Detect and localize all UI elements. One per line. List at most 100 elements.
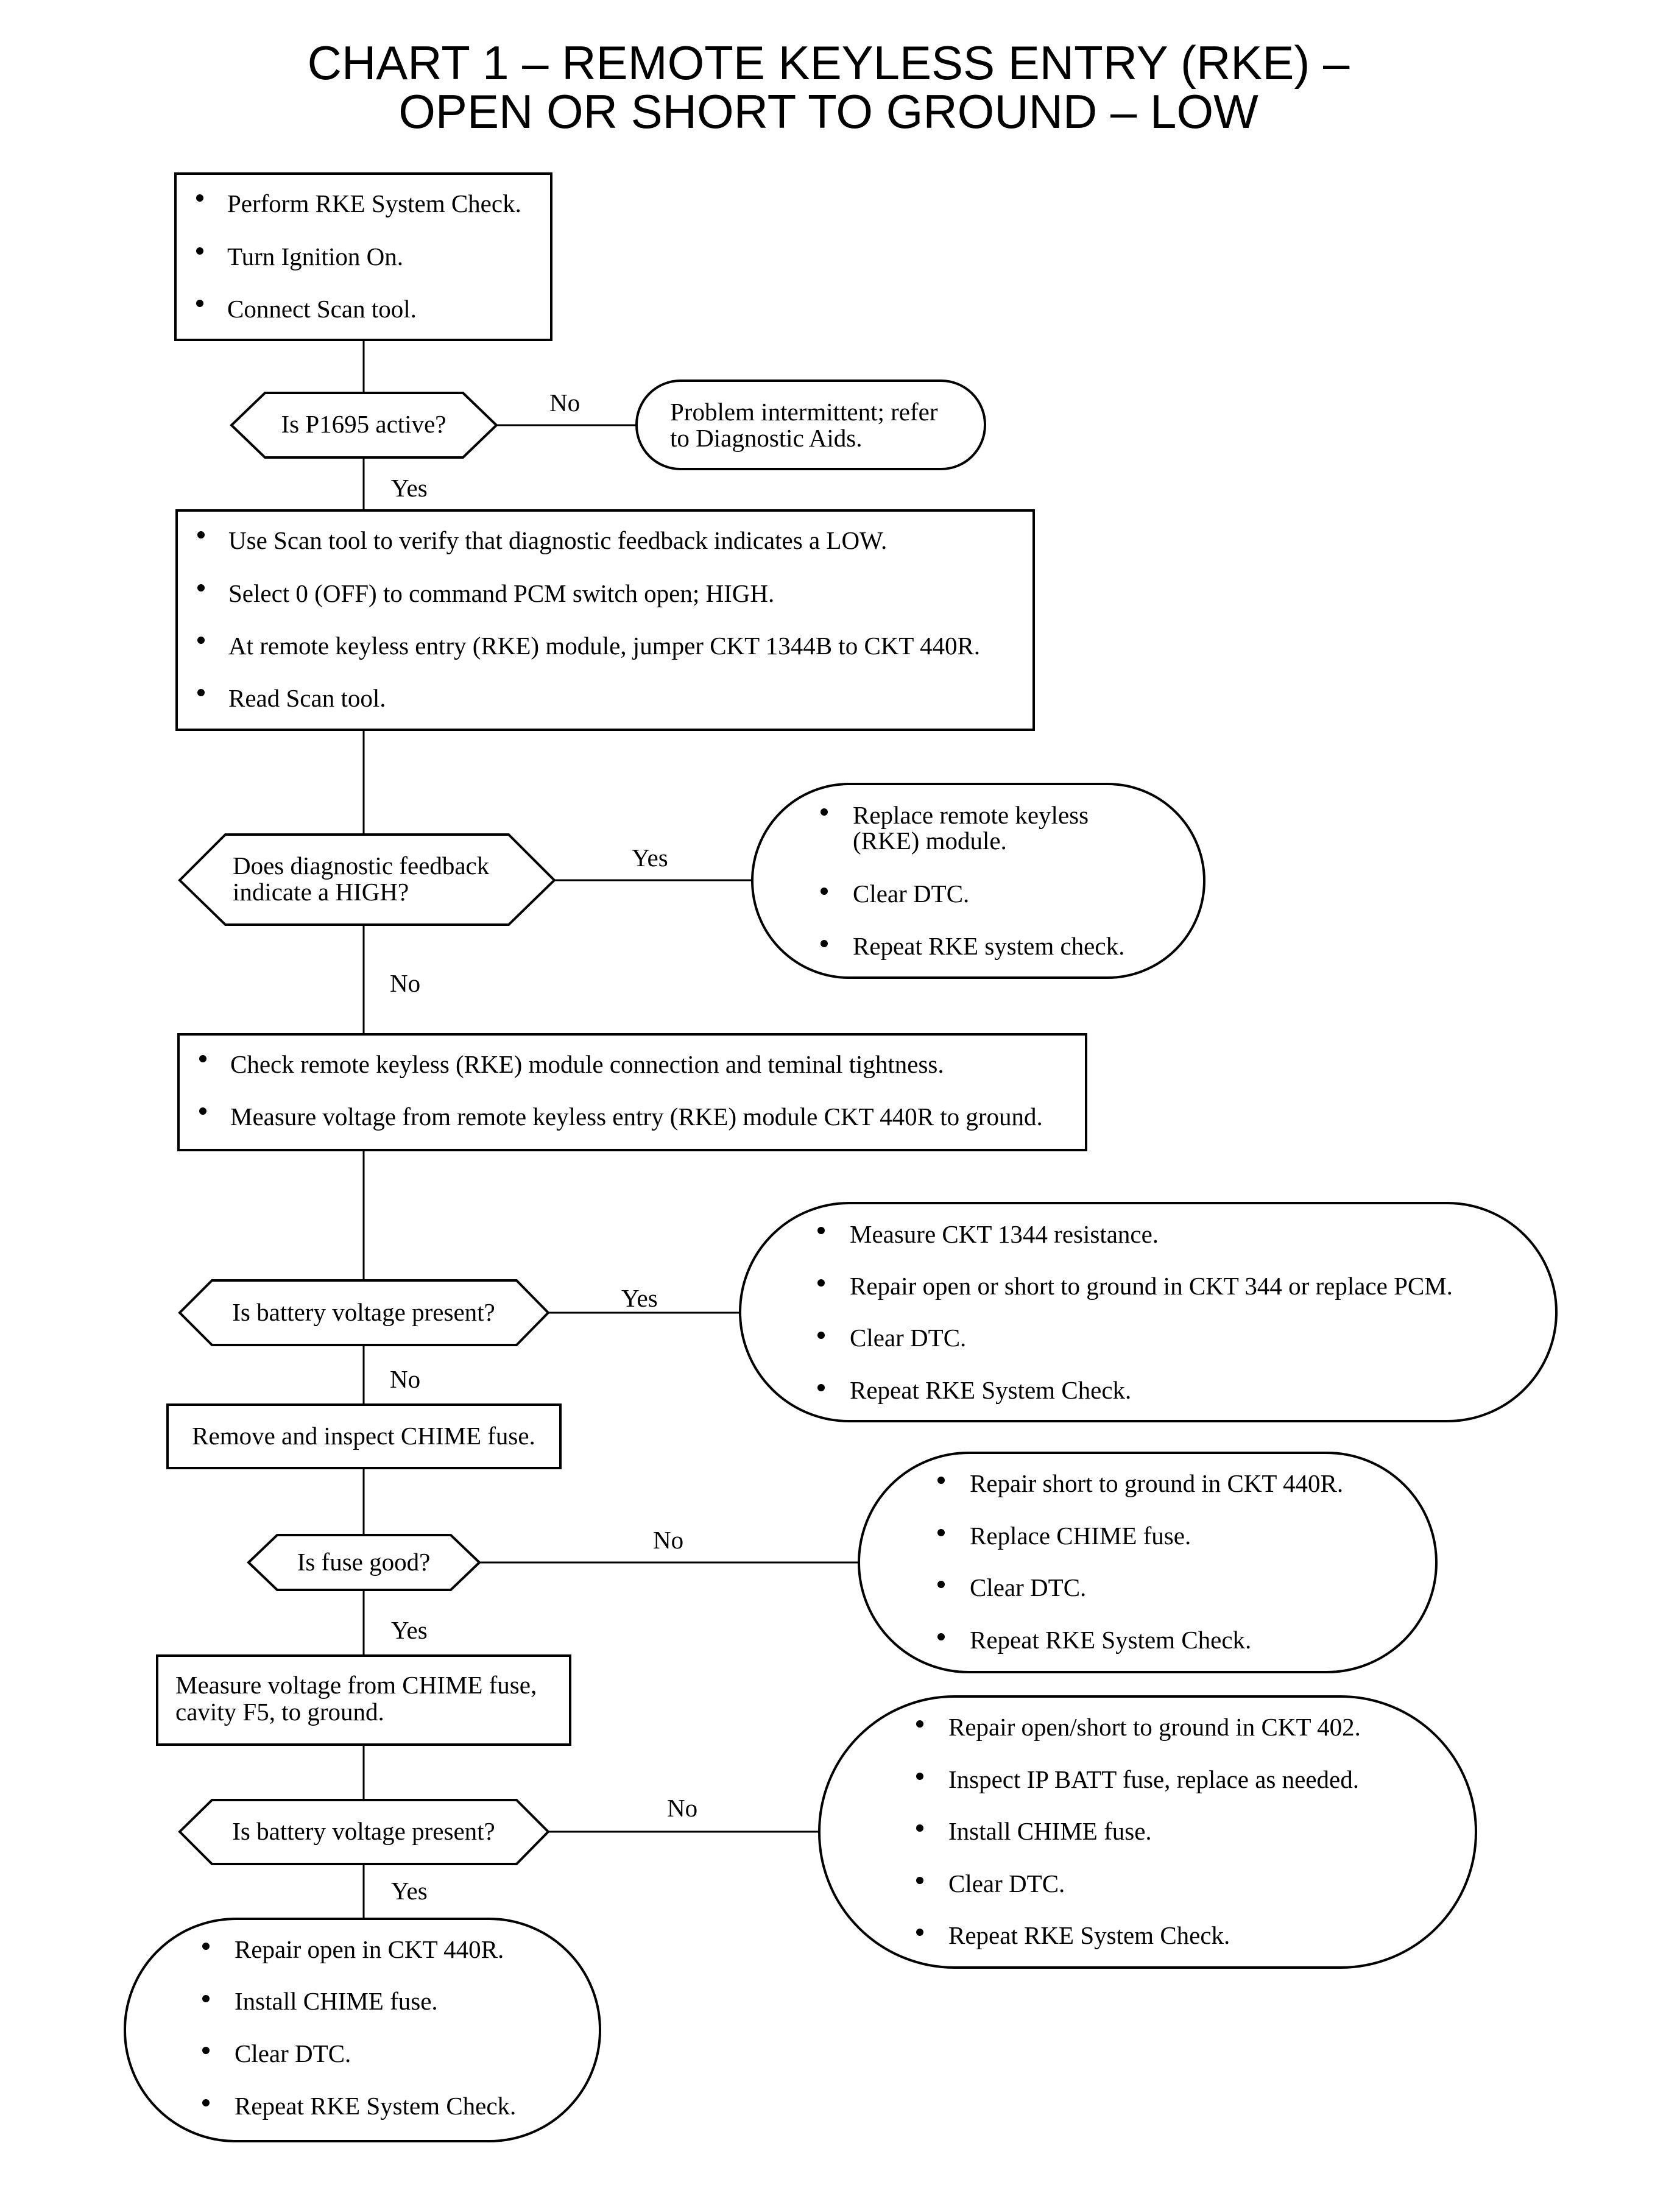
node-step: At remote keyless entry (RKE) module, ju… bbox=[228, 632, 980, 660]
chart-title-line2: OPEN OR SHORT TO GROUND – LOW bbox=[398, 85, 1258, 138]
decision-text: Does diagnostic feedback bbox=[233, 852, 490, 880]
decision-battery-voltage-1: Is battery voltage present? bbox=[178, 1279, 550, 1346]
terminal-text: Repair open or short to ground in CKT 34… bbox=[850, 1272, 1453, 1300]
bullet-icon bbox=[196, 300, 203, 307]
terminal-fuse-bad: Repair short to ground in CKT 440R. Repl… bbox=[858, 1452, 1438, 1673]
bullet-icon bbox=[916, 1929, 923, 1936]
bullet-icon bbox=[937, 1581, 945, 1588]
bullet-icon bbox=[202, 1995, 210, 2002]
terminal-text: Repair open in CKT 440R. bbox=[235, 1935, 504, 1963]
terminal-text: Install CHIME fuse. bbox=[948, 1817, 1152, 1845]
terminal-text: Repeat RKE System Check. bbox=[948, 1921, 1230, 1949]
node-start-box: Perform RKE System Check. Turn Ignition … bbox=[174, 172, 552, 341]
bullet-icon bbox=[202, 2099, 210, 2106]
edge-label: Yes bbox=[632, 844, 668, 872]
bullet-icon bbox=[196, 247, 203, 255]
bullet-icon bbox=[937, 1477, 945, 1484]
terminal-text: Repeat RKE System Check. bbox=[850, 1376, 1131, 1404]
node-check-box: Check remote keyless (RKE) module connec… bbox=[177, 1033, 1087, 1151]
terminal-ckt440r: Repair open in CKT 440R. Install CHIME f… bbox=[124, 1918, 601, 2142]
bullet-icon bbox=[916, 1720, 923, 1728]
node-measure-chime-box: Measure voltage from CHIME fuse, cavity … bbox=[156, 1654, 571, 1746]
edge-label: No bbox=[667, 1794, 697, 1822]
terminal-text: Clear DTC. bbox=[970, 1573, 1086, 1601]
decision-text: Is P1695 active? bbox=[281, 410, 446, 438]
terminal-replace-module: Replace remote keyless (RKE) module. Cle… bbox=[751, 783, 1205, 979]
bullet-icon bbox=[817, 1227, 825, 1234]
terminal-text: Clear DTC. bbox=[948, 1869, 1065, 1898]
bullet-icon bbox=[817, 1384, 825, 1391]
bullet-icon bbox=[916, 1773, 923, 1780]
terminal-text: Replace remote keyless bbox=[853, 801, 1089, 829]
node-step: Connect Scan tool. bbox=[227, 295, 417, 323]
decision-p1695: Is P1695 active? bbox=[230, 392, 498, 459]
edge-label: Yes bbox=[621, 1284, 658, 1312]
chart-title-line1: CHART 1 – REMOTE KEYLESS ENTRY (RKE) – bbox=[308, 36, 1350, 90]
terminal-text: Measure CKT 1344 resistance. bbox=[850, 1220, 1159, 1248]
terminal-text: Clear DTC. bbox=[850, 1324, 966, 1352]
node-chime-box: Remove and inspect CHIME fuse. bbox=[166, 1403, 562, 1469]
edge-label: Yes bbox=[391, 1877, 428, 1905]
bullet-icon bbox=[196, 194, 203, 202]
node-step: Measure voltage from CHIME fuse, bbox=[175, 1671, 537, 1699]
terminal-intermittent: Problem intermittent; refer to Diagnosti… bbox=[635, 380, 986, 470]
bullet-icon bbox=[817, 1332, 825, 1339]
bullet-icon bbox=[202, 1943, 210, 1950]
edge-labels: No Yes Yes No Yes No No Yes No Yes bbox=[390, 389, 697, 1905]
terminal-text: Inspect IP BATT fuse, replace as needed. bbox=[948, 1765, 1359, 1793]
edge-label: Yes bbox=[391, 1616, 428, 1644]
bullet-icon bbox=[197, 584, 205, 591]
edge-label: Yes bbox=[391, 474, 428, 502]
bullet-icon bbox=[197, 689, 205, 696]
node-step: Use Scan tool to verify that diagnostic … bbox=[228, 526, 887, 554]
connectors bbox=[362, 340, 859, 1919]
node-step: Select 0 (OFF) to command PCM switch ope… bbox=[228, 579, 774, 607]
bullet-icon bbox=[199, 1107, 206, 1115]
terminal-text: Repeat RKE System Check. bbox=[970, 1626, 1251, 1654]
terminal-text: Replace CHIME fuse. bbox=[970, 1522, 1191, 1550]
decision-text: Is battery voltage present? bbox=[232, 1817, 495, 1845]
node-step: Check remote keyless (RKE) module connec… bbox=[230, 1050, 944, 1078]
node-step: Turn Ignition On. bbox=[227, 242, 403, 270]
decision-text: indicate a HIGH? bbox=[233, 878, 409, 906]
bullet-icon bbox=[199, 1055, 206, 1062]
terminal-text: Install CHIME fuse. bbox=[235, 1987, 438, 2015]
terminal-text: Repeat RKE system check. bbox=[853, 932, 1124, 960]
terminal-text: Clear DTC. bbox=[235, 2039, 351, 2067]
bullet-icon bbox=[937, 1529, 945, 1536]
terminal-text: Clear DTC. bbox=[853, 880, 969, 908]
node-step: Read Scan tool. bbox=[228, 684, 386, 712]
terminal-text: (RKE) module. bbox=[853, 827, 1007, 855]
bullet-icon bbox=[197, 531, 205, 538]
terminal-ckt402: Repair open/short to ground in CKT 402. … bbox=[818, 1695, 1477, 1969]
decision-text: Is fuse good? bbox=[297, 1548, 431, 1576]
edge-label: No bbox=[549, 389, 580, 417]
bullet-icon bbox=[197, 637, 205, 644]
node-step: cavity F5, to ground. bbox=[175, 1698, 384, 1726]
terminal-text: Problem intermittent; refer bbox=[670, 398, 938, 426]
bullet-icon bbox=[821, 808, 828, 816]
edge-label: No bbox=[653, 1526, 683, 1554]
bullet-icon bbox=[202, 2047, 210, 2054]
node-step: Measure voltage from remote keyless entr… bbox=[230, 1103, 1043, 1131]
bullet-icon bbox=[821, 940, 828, 947]
bullet-icon bbox=[916, 1824, 923, 1832]
decision-feedback: Does diagnostic feedback indicate a HIGH… bbox=[178, 833, 556, 926]
bullet-icon bbox=[821, 888, 828, 895]
decision-text: Is battery voltage present? bbox=[232, 1298, 495, 1326]
node-step: Remove and inspect CHIME fuse. bbox=[192, 1422, 535, 1450]
bullet-icon bbox=[937, 1633, 945, 1640]
terminal-text: to Diagnostic Aids. bbox=[670, 424, 862, 452]
edge-label: No bbox=[390, 969, 420, 997]
bullet-icon bbox=[916, 1877, 923, 1884]
terminal-text: Repeat RKE System Check. bbox=[235, 2092, 516, 2120]
edge-label: No bbox=[390, 1365, 420, 1393]
terminal-text: Repair short to ground in CKT 440R. bbox=[970, 1469, 1343, 1497]
node-step: Perform RKE System Check. bbox=[227, 189, 521, 217]
terminal-text: Repair open/short to ground in CKT 402. bbox=[948, 1713, 1361, 1741]
decision-fuse: Is fuse good? bbox=[247, 1534, 481, 1591]
node-scan-box: Use Scan tool to verify that diagnostic … bbox=[175, 509, 1035, 731]
terminal-ckt1344: Measure CKT 1344 resistance. Repair open… bbox=[739, 1202, 1558, 1422]
decision-battery-voltage-2: Is battery voltage present? bbox=[178, 1799, 550, 1865]
